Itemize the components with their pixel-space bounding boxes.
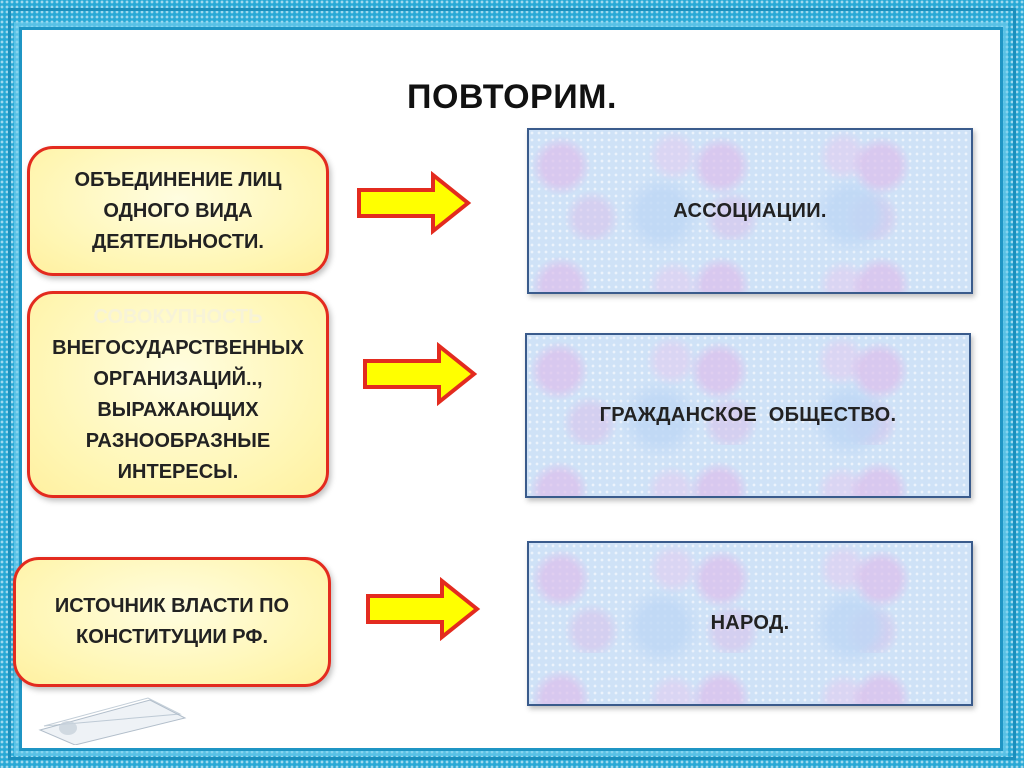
- answer-text: ГРАЖДАНСКОЕ ОБЩЕСТВО.: [599, 404, 897, 426]
- definition-line: ОРГАНИЗАЦИЙ..,: [93, 367, 263, 390]
- slide-border: [8, 8, 1016, 760]
- definition-line: РАЗНООБРАЗНЫЕ: [85, 429, 271, 452]
- definition-line: ИНТЕРЕСЫ.: [117, 460, 239, 483]
- definition-faded-word: СОВОКУПНОСТЬ: [93, 305, 263, 328]
- answer-text: АССОЦИАЦИИ.: [673, 199, 827, 222]
- right-arrow-icon: [357, 171, 472, 235]
- definition-line: ОБЪЕДИНЕНИЕ ЛИЦ: [74, 168, 282, 191]
- definition-line: ДЕЯТЕЛЬНОСТИ.: [91, 230, 264, 253]
- answer-card-2[interactable]: ГРАЖДАНСКОЕ ОБЩЕСТВО.: [525, 333, 971, 498]
- definition-line: ВНЕГОСУДАРСТВЕННЫХ: [52, 336, 304, 359]
- answer-card-3[interactable]: НАРОД.: [527, 541, 973, 706]
- definition-card-1[interactable]: ОБЪЕДИНЕНИЕ ЛИЦ ОДНОГО ВИДА ДЕЯТЕЛЬНОСТИ…: [27, 146, 329, 276]
- definition-line: ВЫРАЖАЮЩИХ: [97, 398, 259, 421]
- definition-line: ОДНОГО ВИДА: [103, 199, 253, 222]
- definition-line: КОНСТИТУЦИИ РФ.: [75, 626, 269, 648]
- slide-title: ПОВТОРИМ.: [407, 78, 617, 116]
- definition-card-2[interactable]: СОВОКУПНОСТЬ ВНЕГОСУДАРСТВЕННЫХ ОРГАНИЗА…: [27, 291, 329, 498]
- definition-card-3[interactable]: ИСТОЧНИК ВЛАСТИ ПО КОНСТИТУЦИИ РФ.: [13, 557, 331, 687]
- answer-text: НАРОД.: [710, 612, 790, 634]
- answer-card-1[interactable]: АССОЦИАЦИИ.: [527, 128, 973, 294]
- right-arrow-icon: [366, 577, 481, 641]
- book-decoration: [38, 697, 187, 745]
- right-arrow-icon: [363, 342, 478, 406]
- definition-line: ИСТОЧНИК ВЛАСТИ ПО: [54, 595, 290, 617]
